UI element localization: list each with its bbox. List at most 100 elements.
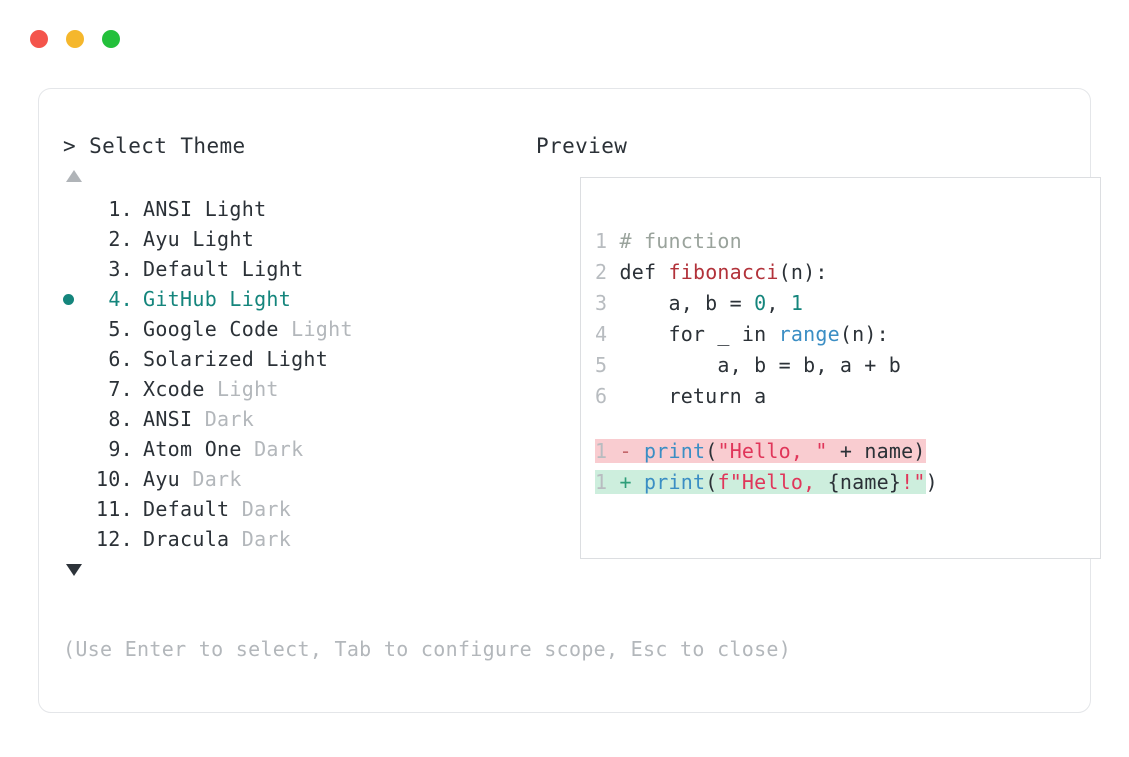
diff-highlight: 1 + print(f"Hello, {name}!" [595, 470, 926, 494]
code-token: range [778, 322, 840, 346]
code-line: 6 return a [595, 381, 938, 412]
code-line: 1 # function [595, 226, 938, 257]
spacer [133, 254, 143, 284]
scroll-down-icon[interactable] [66, 564, 82, 576]
theme-item-name: Google Code [143, 317, 279, 341]
code-token: (n): [778, 260, 828, 284]
code-spacer [595, 412, 938, 436]
code-token: 1 [790, 291, 804, 315]
theme-item-number: 7. [108, 377, 133, 401]
code-token: print [643, 439, 706, 463]
selected-bullet-icon [63, 284, 89, 314]
spacer [133, 434, 143, 464]
spacer [133, 194, 143, 224]
spacer [133, 494, 143, 524]
theme-item-name: Default Light [143, 257, 304, 281]
maximize-button[interactable] [102, 30, 120, 48]
code-token: print [643, 470, 706, 494]
theme-list-item[interactable]: 4. GitHub Light [63, 284, 533, 314]
theme-item-variant: Dark [229, 497, 292, 521]
bullet-placeholder [63, 434, 89, 464]
code-token: + name) [827, 439, 926, 463]
bullet-placeholder [63, 314, 89, 344]
line-number: 5 [595, 353, 608, 377]
bullet-placeholder [63, 524, 89, 554]
theme-list-item[interactable]: 3. Default Light [63, 254, 533, 284]
code-token: ( [705, 470, 718, 494]
theme-list-item[interactable]: 1. ANSI Light [63, 194, 533, 224]
theme-item-number: 4. [108, 287, 133, 311]
bullet-placeholder [63, 494, 89, 524]
theme-item-number: 6. [108, 347, 133, 371]
scroll-up-icon[interactable] [66, 170, 82, 182]
theme-item-name: ANSI Light [143, 197, 267, 221]
spacer [133, 314, 143, 344]
theme-list-item[interactable]: 11. Default Dark [63, 494, 533, 524]
code-token: , [766, 291, 791, 315]
theme-item-name: ANSI [143, 407, 193, 431]
line-number: 1 [595, 439, 608, 463]
diff-line-added: 1 + print(f"Hello, {name}!") [595, 467, 938, 498]
theme-item-name: Ayu Light [143, 227, 255, 251]
preview-heading: Preview [536, 134, 628, 158]
theme-item-number: 9. [108, 437, 133, 461]
spacer [133, 374, 143, 404]
code-token: {name} [827, 470, 902, 494]
theme-item-variant: Dark [241, 437, 304, 461]
bullet-placeholder [63, 254, 89, 284]
bullet-placeholder [63, 374, 89, 404]
theme-item-name: Atom One [143, 437, 242, 461]
theme-list-item[interactable]: 12. Dracula Dark [63, 524, 533, 554]
code-token: (n): [839, 322, 889, 346]
code-token: return a [607, 384, 767, 408]
close-button[interactable] [30, 30, 48, 48]
theme-item-variant: Light [278, 317, 353, 341]
minimize-button[interactable] [66, 30, 84, 48]
theme-item-number: 11. [95, 497, 133, 521]
theme-item-number: 8. [108, 407, 133, 431]
theme-list-item[interactable]: 6. Solarized Light [63, 344, 533, 374]
line-number: 4 [595, 322, 608, 346]
theme-list-item[interactable]: 8. ANSI Dark [63, 404, 533, 434]
bullet-placeholder [63, 224, 89, 254]
theme-list-item[interactable]: 9. Atom One Dark [63, 434, 533, 464]
bullet-placeholder [63, 404, 89, 434]
theme-item-name: Default [143, 497, 230, 521]
select-theme-heading: > Select Theme [63, 134, 246, 158]
theme-item-variant: Dark [180, 467, 242, 491]
theme-item-name: Ayu [143, 467, 181, 491]
theme-item-number: 2. [108, 227, 133, 251]
diff-marker: - [607, 439, 644, 463]
theme-list-item[interactable]: 10. Ayu Dark [63, 464, 533, 494]
diff-line-removed: 1 - print("Hello, " + name) [595, 436, 938, 467]
window-titlebar [30, 30, 120, 48]
keyboard-hint: (Use Enter to select, Tab to configure s… [63, 637, 792, 661]
theme-item-number: 5. [108, 317, 133, 341]
theme-item-variant: Light [204, 377, 279, 401]
theme-item-number: 10. [95, 467, 133, 491]
code-token: ( [705, 439, 718, 463]
code-token: "Hello, " [717, 439, 828, 463]
theme-item-name: GitHub Light [143, 287, 292, 311]
code-line: 3 a, b = 0, 1 [595, 288, 938, 319]
theme-list-item[interactable]: 2. Ayu Light [63, 224, 533, 254]
theme-list-item[interactable]: 5. Google Code Light [63, 314, 533, 344]
code-token: a, b = [607, 291, 755, 315]
spacer [133, 344, 143, 374]
theme-item-variant: Dark [229, 527, 292, 551]
theme-item-number: 1. [108, 197, 133, 221]
spacer [133, 404, 143, 434]
spacer [133, 224, 143, 254]
diff-highlight: 1 - print("Hello, " + name) [595, 439, 926, 463]
line-number: 1 [595, 229, 608, 253]
code-line: 5 a, b = b, a + b [595, 350, 938, 381]
theme-list-item[interactable]: 7. Xcode Light [63, 374, 533, 404]
code-token: for _ in [607, 322, 779, 346]
theme-item-name: Solarized Light [143, 347, 329, 371]
code-token: ) [925, 470, 938, 494]
theme-item-name: Dracula [143, 527, 230, 551]
